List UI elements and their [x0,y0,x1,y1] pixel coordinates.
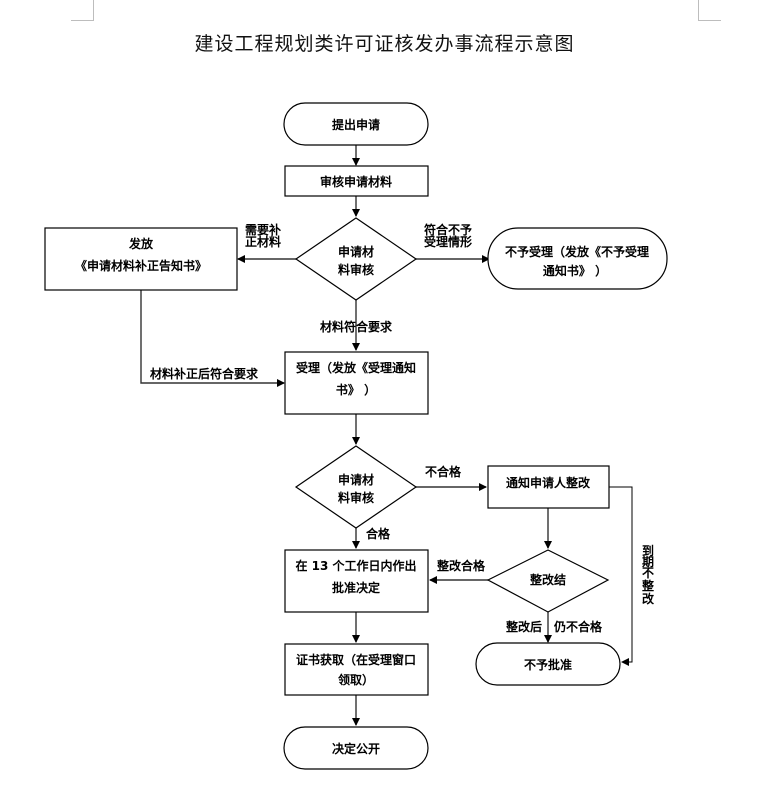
label-overdue-char: 改 [642,591,655,606]
node-decision2: 申请材 料审核 [294,445,418,529]
node-correction-notice-line2: 《申请材料补正告知书》 [75,258,207,273]
label-need-supplement-line2: 正材料 [245,234,281,249]
node-approve-decision: 在 13 个工作日内作出 批准决定 [284,549,429,613]
node-not-approved: 不予批准 [475,642,621,686]
label-rectify-ok: 整改合格 [436,558,486,573]
node-submit: 提出申请 [283,102,429,146]
node-rectify-result-label: 整改结 [529,572,566,587]
node-accept-line1: 受理（发放《受理通知 [296,360,416,375]
node-notify-rectify-label: 通知申请人整改 [506,475,591,490]
node-certificate-line1: 证书获取（在受理窗口 [296,652,416,667]
label-after-rectify: 整改后 [505,619,542,634]
label-overdue-char: 整 [641,578,654,593]
label-supplement-ok: 材料补正后符合要求 [149,366,259,381]
node-publish: 决定公开 [283,726,429,770]
label-overdue-no-rectify: 到 期 不 整 改 [641,543,655,606]
node-rectify-result: 整改结 [486,549,610,613]
edge-labels: 需要补 正材料 符合不予 受理情形 材料符合要求 材料补正后符合要求 不合格 合… [149,222,655,634]
node-approve-decision-line2: 批准决定 [332,580,380,595]
label-meets-reject-line2: 受理情形 [424,234,472,249]
label-overdue-char: 不 [642,566,654,580]
node-certificate: 证书获取（在受理窗口 领取） [284,643,429,696]
node-not-approved-label: 不予批准 [524,657,572,672]
page-corner-mark-right [698,0,721,21]
node-publish-label: 决定公开 [332,741,380,756]
page-corner-mark-left [71,0,94,21]
label-meets-reject-line1: 符合不予 [424,222,472,237]
node-submit-label: 提出申请 [332,117,380,132]
node-correction-notice: 发放 《申请材料补正告知书》 [44,227,238,291]
node-accept-line2: 书》 ） [336,382,376,397]
node-reject-acceptance: 不予受理（发放《不予受理 通知书》 ） [487,227,668,290]
node-certificate-line2: 领取） [338,672,374,687]
connectors [140,145,633,726]
node-decision2-label-line1: 申请材 [338,472,374,487]
label-still-unqualified: 仍不合格 [553,619,603,634]
node-decision1: 申请材 料审核 [294,217,418,301]
node-reject-acceptance-line1: 不予受理（发放《不予受理 [505,244,649,259]
label-overdue-char: 期 [642,554,654,569]
node-reject-acceptance-line2: 通知书》 ） [543,263,607,278]
arrow-notify-overdue-to-not-approved [609,486,633,666]
label-unqualified: 不合格 [425,464,462,479]
label-need-supplement-line1: 需要补 [245,222,281,237]
diagram-title: 建设工程规划类许可证核发办事流程示意图 [194,33,575,55]
node-review-materials: 审核申请材料 [284,165,429,197]
node-decision1-label-line1: 申请材 [338,244,374,259]
node-decision1-label-line2: 料审核 [338,262,374,277]
node-review-materials-label: 审核申请材料 [320,174,392,189]
arrow-correction-to-accept [140,290,285,387]
node-accept: 受理（发放《受理通知 书》 ） [284,351,429,415]
node-correction-notice-line1: 发放 [128,236,154,251]
node-approve-decision-line1: 在 13 个工作日内作出 [295,558,416,573]
node-decision2-label-line2: 料审核 [338,490,374,505]
node-notify-rectify: 通知申请人整改 [487,465,610,509]
label-materials-ok: 材料符合要求 [319,319,393,334]
label-overdue-char: 到 [642,543,654,558]
label-qualified: 合格 [366,526,391,541]
